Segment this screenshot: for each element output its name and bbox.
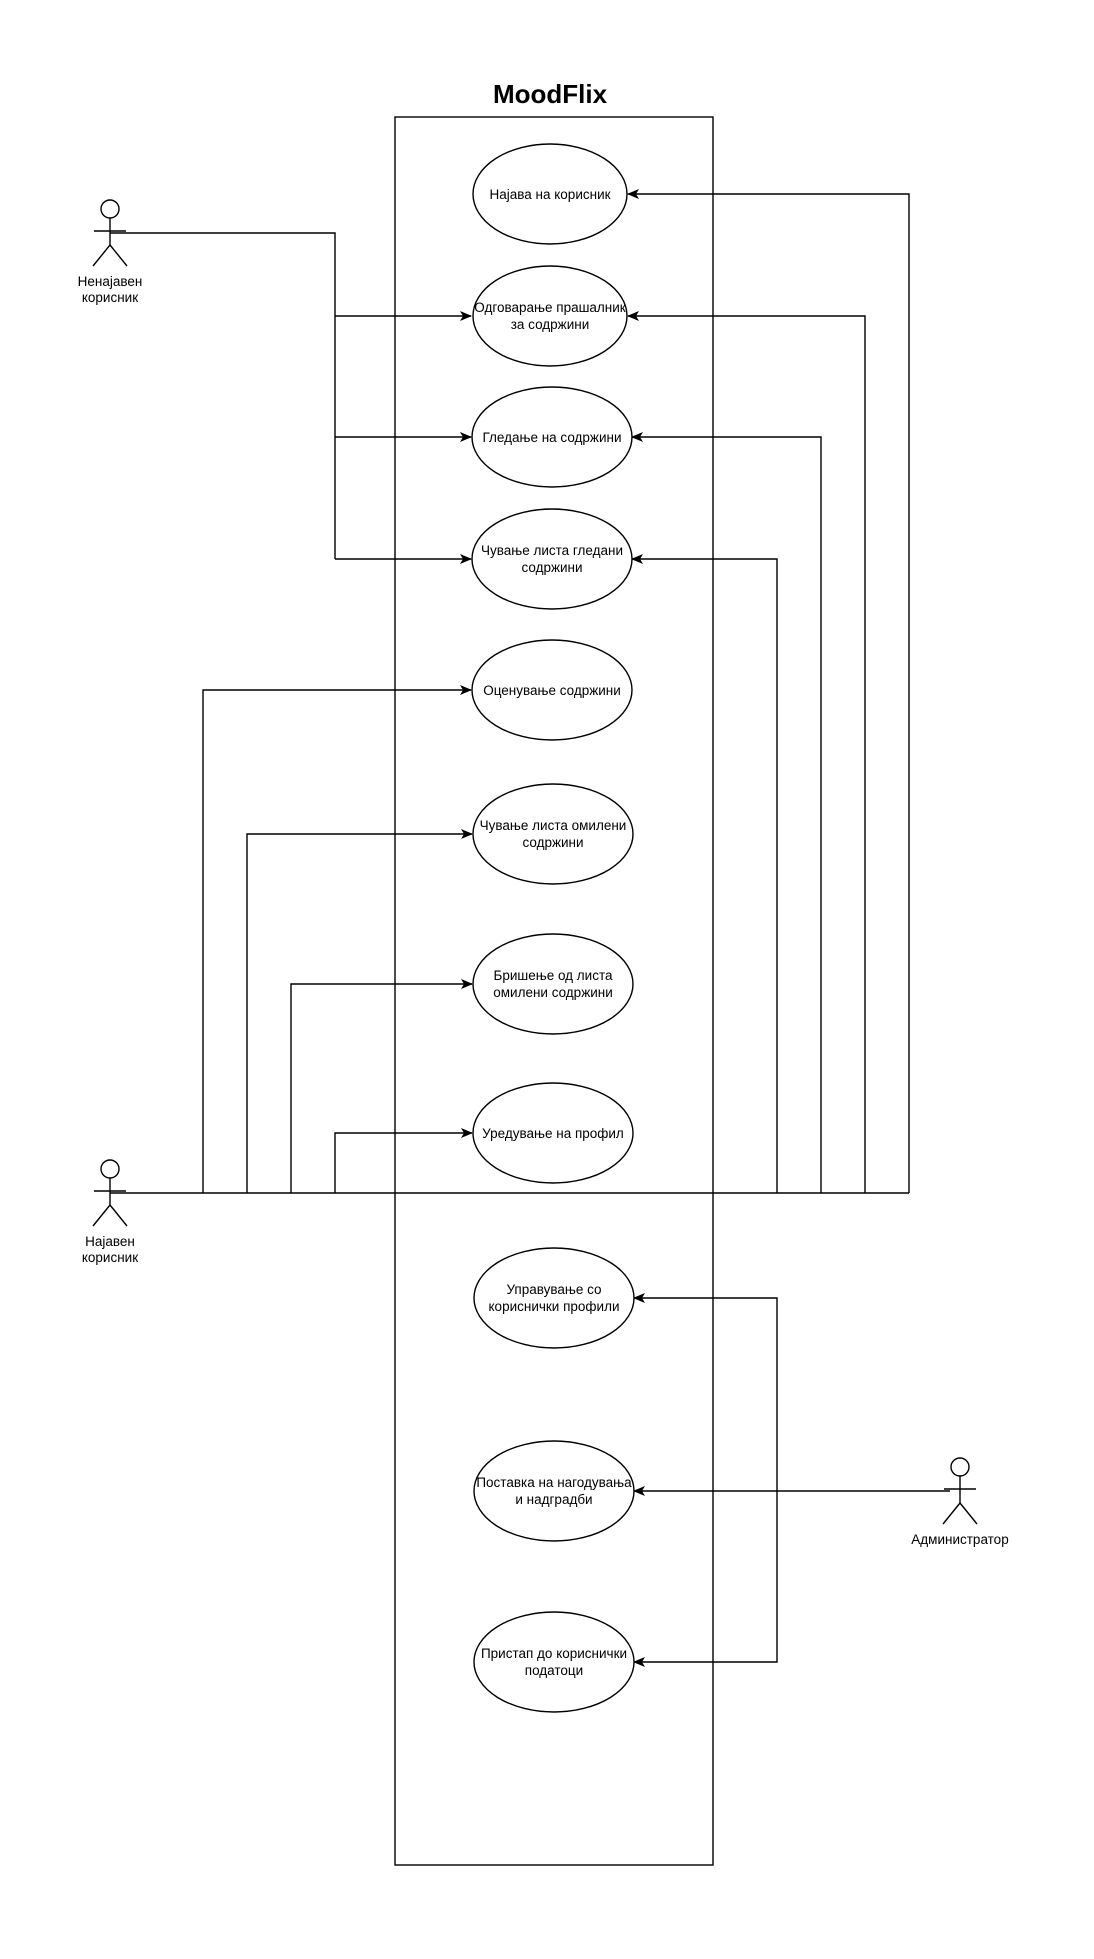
use-case-label: омилени содржини	[493, 985, 613, 1000]
use-case-label: Одговарање прашалник	[474, 300, 626, 315]
use-case-label: содржини	[522, 835, 583, 850]
use-case-notifications: Поставка на нагодувања и надградби	[473, 1440, 635, 1542]
use-case-label: Пристап до кориснички	[481, 1646, 627, 1661]
actor-label: Ненајавен	[78, 274, 143, 289]
registered-connectors-right	[627, 189, 910, 1193]
stick-figure-icon	[942, 1457, 978, 1525]
use-case-label: Управување со	[506, 1282, 601, 1297]
registered-connectors-left	[110, 685, 909, 1194]
use-case-manage-profiles: Управување со кориснички профили	[473, 1247, 635, 1349]
actor-admin: Администратор	[911, 1457, 1009, 1547]
use-case-label: содржини	[521, 560, 582, 575]
use-case-label: кориснички профили	[489, 1299, 620, 1314]
actor-label: корисник	[82, 290, 138, 305]
use-case-label: за содржини	[511, 317, 590, 332]
actor-label: Најавен	[85, 1234, 135, 1249]
stick-figure-icon	[92, 1159, 128, 1227]
actor-registered: Најавен корисник	[82, 1159, 138, 1265]
use-case-save-favorites: Чување листа омилени содржини	[472, 783, 634, 885]
use-case-rate: Оценување содржини	[471, 639, 633, 741]
use-case-login: Најава на корисник	[472, 143, 628, 245]
use-case-label: и надградби	[515, 1492, 592, 1507]
actor-label: Администратор	[911, 1532, 1008, 1547]
guest-connectors	[110, 232, 472, 564]
use-case-save-watched: Чување листа гледани содржини	[471, 508, 633, 610]
use-case-questionnaire: Одговарање прашалник за содржини	[472, 265, 628, 367]
use-case-watch: Гледање на содржини	[471, 386, 633, 488]
use-case-label: Бришење од листа	[493, 968, 613, 983]
stick-figure-icon	[92, 199, 128, 267]
system-title: MoodFlix	[493, 79, 608, 109]
use-case-delete-favorites: Бришење од листа омилени содржини	[472, 933, 634, 1035]
use-case-user-data: Пристап до кориснички податоци	[473, 1611, 635, 1713]
use-case-label: Чување листа гледани	[481, 543, 623, 558]
use-case-label: Гледање на содржини	[482, 430, 621, 445]
admin-connectors	[633, 1293, 950, 1667]
actor-guest: Ненајавен корисник	[78, 199, 143, 305]
use-case-label: Чување листа омилени	[480, 818, 627, 833]
use-case-label: Најава на корисник	[489, 187, 610, 202]
use-case-label: Оценување содржини	[483, 683, 621, 698]
system-boundary	[394, 116, 714, 1866]
use-case-label: Поставка на нагодувања	[476, 1475, 632, 1490]
use-case-edit-profile: Уредување на профил	[472, 1082, 634, 1184]
actor-label: корисник	[82, 1250, 138, 1265]
use-case-label: податоци	[525, 1663, 583, 1678]
use-case-label: Уредување на профил	[482, 1126, 624, 1141]
